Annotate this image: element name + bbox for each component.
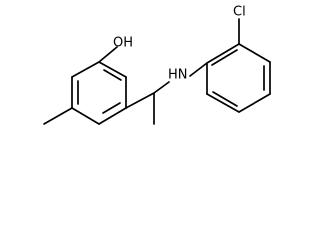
chemical-structure: OH HN Cl bbox=[43, 5, 271, 125]
ch-nh-bond bbox=[153, 81, 170, 94]
amine-label: HN bbox=[168, 68, 188, 83]
chlorine-label: Cl bbox=[233, 5, 246, 20]
right-benzene-ring bbox=[206, 43, 271, 113]
hydroxyl-label: OH bbox=[113, 36, 133, 51]
left-benzene-ring bbox=[71, 61, 127, 125]
c-oh-bond bbox=[98, 46, 118, 63]
ring-to-ch-bond bbox=[125, 92, 155, 109]
methyl-bond bbox=[43, 107, 73, 125]
nh-ring-bond bbox=[189, 62, 208, 77]
